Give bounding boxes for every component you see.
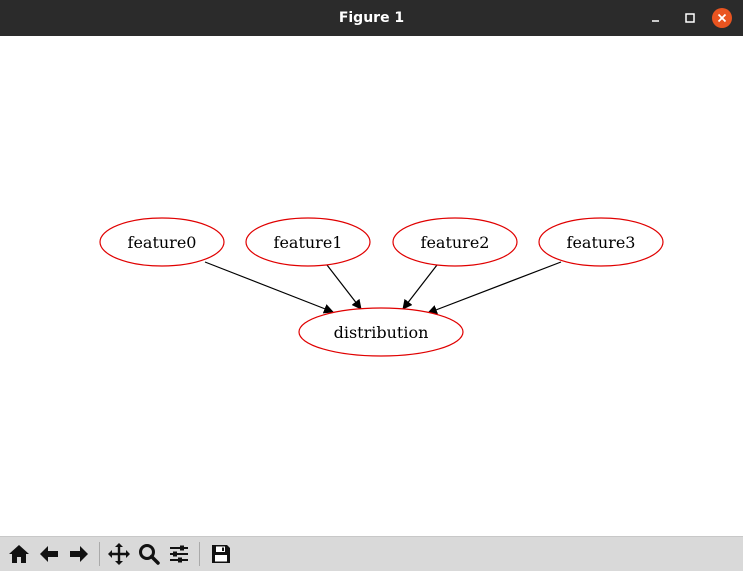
- toolbar-separator: [199, 542, 200, 566]
- node-label: feature0: [128, 233, 197, 252]
- node-label: distribution: [334, 323, 429, 342]
- edge-feature3-distribution: [427, 261, 562, 315]
- home-button[interactable]: [6, 541, 32, 567]
- graph-diagram: feature0 feature1 feature2 feature3 dist…: [99, 217, 664, 357]
- minimize-button[interactable]: [646, 8, 666, 28]
- pan-icon: [108, 543, 130, 565]
- save-icon: [212, 545, 230, 563]
- node-distribution: distribution: [298, 307, 464, 357]
- node-label: feature3: [567, 233, 636, 252]
- home-icon: [9, 545, 29, 563]
- pan-button[interactable]: [106, 541, 132, 567]
- node-feature0: feature0: [99, 217, 225, 267]
- back-button[interactable]: [36, 541, 62, 567]
- edge-feature0-distribution: [204, 261, 334, 314]
- edge-feature1-distribution: [326, 264, 362, 310]
- close-icon: [717, 13, 727, 23]
- save-button[interactable]: [208, 541, 234, 567]
- close-button[interactable]: [712, 8, 732, 28]
- node-feature2: feature2: [392, 217, 518, 267]
- toolbar-separator: [99, 542, 100, 566]
- zoom-button[interactable]: [136, 541, 162, 567]
- node-feature3: feature3: [538, 217, 664, 267]
- back-arrow-icon: [40, 546, 58, 562]
- node-label: feature2: [421, 233, 490, 252]
- forward-button[interactable]: [66, 541, 92, 567]
- window-title: Figure 1: [338, 10, 405, 26]
- maximize-icon: [685, 13, 695, 23]
- configure-subplots-button[interactable]: [166, 541, 192, 567]
- forward-arrow-icon: [70, 546, 88, 562]
- window-titlebar: Figure 1: [0, 0, 743, 36]
- figure-canvas[interactable]: feature0 feature1 feature2 feature3 dist…: [0, 36, 743, 536]
- edge-feature2-distribution: [402, 264, 438, 310]
- configure-subplots-icon: [170, 545, 188, 563]
- minimize-icon: [652, 20, 659, 22]
- maximize-button[interactable]: [680, 8, 700, 28]
- node-feature1: feature1: [245, 217, 371, 267]
- zoom-icon: [139, 544, 160, 565]
- node-label: feature1: [274, 233, 343, 252]
- matplotlib-toolbar: [0, 536, 743, 571]
